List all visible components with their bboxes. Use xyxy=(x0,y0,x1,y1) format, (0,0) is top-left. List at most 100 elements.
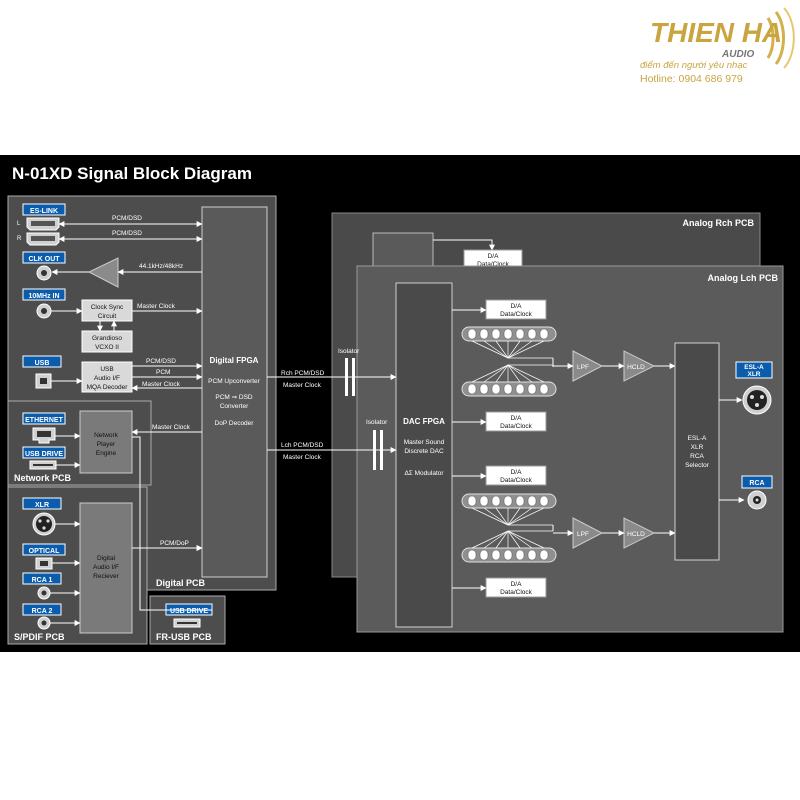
ethernet-port-icon xyxy=(32,427,56,444)
usb-drive-badge xyxy=(22,446,66,459)
lpf-lower-label: LPF xyxy=(577,531,589,538)
da-bank-1-dataclock-label: Data/Clock xyxy=(500,311,533,318)
rca1-connector-icon xyxy=(37,586,51,600)
digital-fpga-line-2: PCM ⇒ DSD xyxy=(215,394,253,401)
digital-audio-if-block: Digital Audio I/F Reciever xyxy=(79,502,133,634)
lpf-upper-label: LPF xyxy=(577,364,589,371)
isolator-lch: Isolator xyxy=(366,419,388,470)
selector-line-4: Selector xyxy=(685,462,710,469)
xlr-output-connector-icon xyxy=(742,385,772,415)
lch-pcm-dsd-label: Lch PCM/DSD xyxy=(281,442,324,449)
analog-lch-pcb: Analog Lch PCB DAC FPGA Master Sound Dis… xyxy=(356,265,784,633)
es-link-label: ES-LINK xyxy=(30,208,58,215)
rca-output-label: RCA xyxy=(749,480,764,487)
usb-pcm-dsd-label: PCM/DSD xyxy=(146,358,176,365)
clk-out-badge xyxy=(22,251,66,264)
isolator-rch: Isolator xyxy=(338,348,360,396)
da-banks: D/AData/ClockD/AData/ClockD/AData/ClockD… xyxy=(452,299,557,598)
xlr-input-badge xyxy=(22,497,62,510)
optical-port-icon xyxy=(35,557,53,570)
clock-sync-line-2: Circuit xyxy=(98,313,117,320)
lch-master-clock-label: Master Clock xyxy=(283,454,322,461)
dac-fpga-modulator: ΔΣ Modulator xyxy=(404,470,444,477)
grandioso-line-1: Grandioso xyxy=(92,335,122,342)
da-bank-2-dataclock-label: Data/Clock xyxy=(500,423,533,430)
hcld-lower-label: HCLD xyxy=(627,531,645,538)
da-bank-2-da-label: D/A xyxy=(511,415,523,422)
clk-out-label: CLK OUT xyxy=(28,256,60,263)
usb-if-line-2: Audio I/F xyxy=(94,375,120,382)
signal-labels: PCM/DSD PCM/DSD 44.1kHz/48kHz Master Clo… xyxy=(112,215,325,547)
network-pcb-label: Network PCB xyxy=(14,473,72,483)
brand-slogan: điểm đến người yêu nhạc xyxy=(640,60,748,71)
usb-if-line-1: USB xyxy=(100,366,113,373)
clk-out-bnc-icon xyxy=(36,265,52,281)
diagram-title: N-01XD Signal Block Diagram xyxy=(12,164,252,183)
network-player-line-3: Engine xyxy=(96,450,117,457)
isolator-rch-label: Isolator xyxy=(338,348,360,355)
selector-line-2: XLR xyxy=(691,444,704,451)
esl-xlr-label-1: ESL-A xyxy=(744,364,764,371)
usb-pcm-label: PCM xyxy=(156,369,170,376)
selector-line-3: RCA xyxy=(690,453,704,460)
fr-usb-drive-port-icon xyxy=(173,618,201,628)
es-link-r-signal-label: PCM/DSD xyxy=(112,230,142,237)
da-bank-1-da-label: D/A xyxy=(511,303,523,310)
da-bank-4-dataclock-label: Data/Clock xyxy=(500,589,533,596)
es-link-r-label: R xyxy=(17,236,22,242)
dac-fpga-title: DAC FPGA xyxy=(403,417,445,426)
usb-if-line-3: MQA Decoder xyxy=(87,384,129,391)
da-bank-4-da-label: D/A xyxy=(511,581,523,588)
es-link-l-signal-label: PCM/DSD xyxy=(112,215,142,222)
ethernet-label: ETHERNET xyxy=(25,417,63,424)
isolator-lch-label: Isolator xyxy=(366,419,388,426)
digital-if-line-3: Reciever xyxy=(93,573,119,580)
digital-fpga-line-1: PCM Upconverter xyxy=(208,378,260,385)
digital-if-line-1: Digital xyxy=(97,555,116,562)
digital-fpga-title: Digital FPGA xyxy=(210,356,259,365)
digital-fpga-line-4: DoP Decoder xyxy=(215,420,255,427)
digital-fpga-block: Digital FPGA PCM Upconverter PCM ⇒ DSD C… xyxy=(201,206,268,578)
clock-sync-master-clock-label: Master Clock xyxy=(137,303,176,310)
rca2-badge xyxy=(22,603,62,616)
rca1-label: RCA 1 xyxy=(32,577,53,584)
analog-rch-label: Analog Rch PCB xyxy=(682,218,754,228)
digital-pcb-label: Digital PCB xyxy=(156,578,206,588)
rca-output-connector-icon xyxy=(747,490,767,510)
digital-fpga-line-3: Converter xyxy=(220,403,249,410)
fr-usb-drive-label: USB DRIVE xyxy=(170,608,208,615)
rch-dataclock-label: Data/Clock xyxy=(477,261,510,268)
10mhz-in-bnc-icon xyxy=(36,303,52,319)
es-link-r-hdmi-icon xyxy=(26,232,60,246)
clock-sync-line-1: Clock Sync xyxy=(91,304,124,311)
rca-output-badge xyxy=(741,475,773,489)
esl-xlr-label-2: XLR xyxy=(748,371,761,378)
grandioso-line-2: VCXO II xyxy=(95,344,119,351)
rca1-badge xyxy=(22,572,62,585)
rch-master-clock-label: Master Clock xyxy=(283,382,322,389)
usb-b-port-icon xyxy=(35,373,52,389)
selector-line-1: ESL-A xyxy=(688,435,707,442)
ethernet-badge xyxy=(22,412,66,425)
usb-audio-if-block: USB Audio I/F MQA Decoder xyxy=(81,361,133,393)
signal-lines xyxy=(50,221,397,626)
es-link-l-hdmi-icon xyxy=(26,217,60,231)
da-bank-3-da-label: D/A xyxy=(511,469,523,476)
clk-out-freq-label: 44.1kHz/48kHz xyxy=(139,263,183,270)
analog-lch-label: Analog Lch PCB xyxy=(707,273,778,283)
usb-label: USB xyxy=(35,360,50,367)
usb-badge xyxy=(22,355,62,368)
10mhz-in-label: 10MHz IN xyxy=(28,293,59,300)
10mhz-in-badge xyxy=(22,288,66,301)
xlr-input-connector-icon xyxy=(32,512,56,536)
network-player-line-2: Player xyxy=(97,441,116,448)
brand-watermark: THIEN HA AUDIO điểm đến người yêu nhạc H… xyxy=(640,7,795,85)
usb-master-clock-label: Master Clock xyxy=(142,381,181,388)
dac-fpga-line-1: Master Sound xyxy=(404,439,445,446)
esl-xlr-output-badge xyxy=(735,361,773,379)
brand-hotline: Hotline: 0904 686 979 xyxy=(640,73,743,85)
